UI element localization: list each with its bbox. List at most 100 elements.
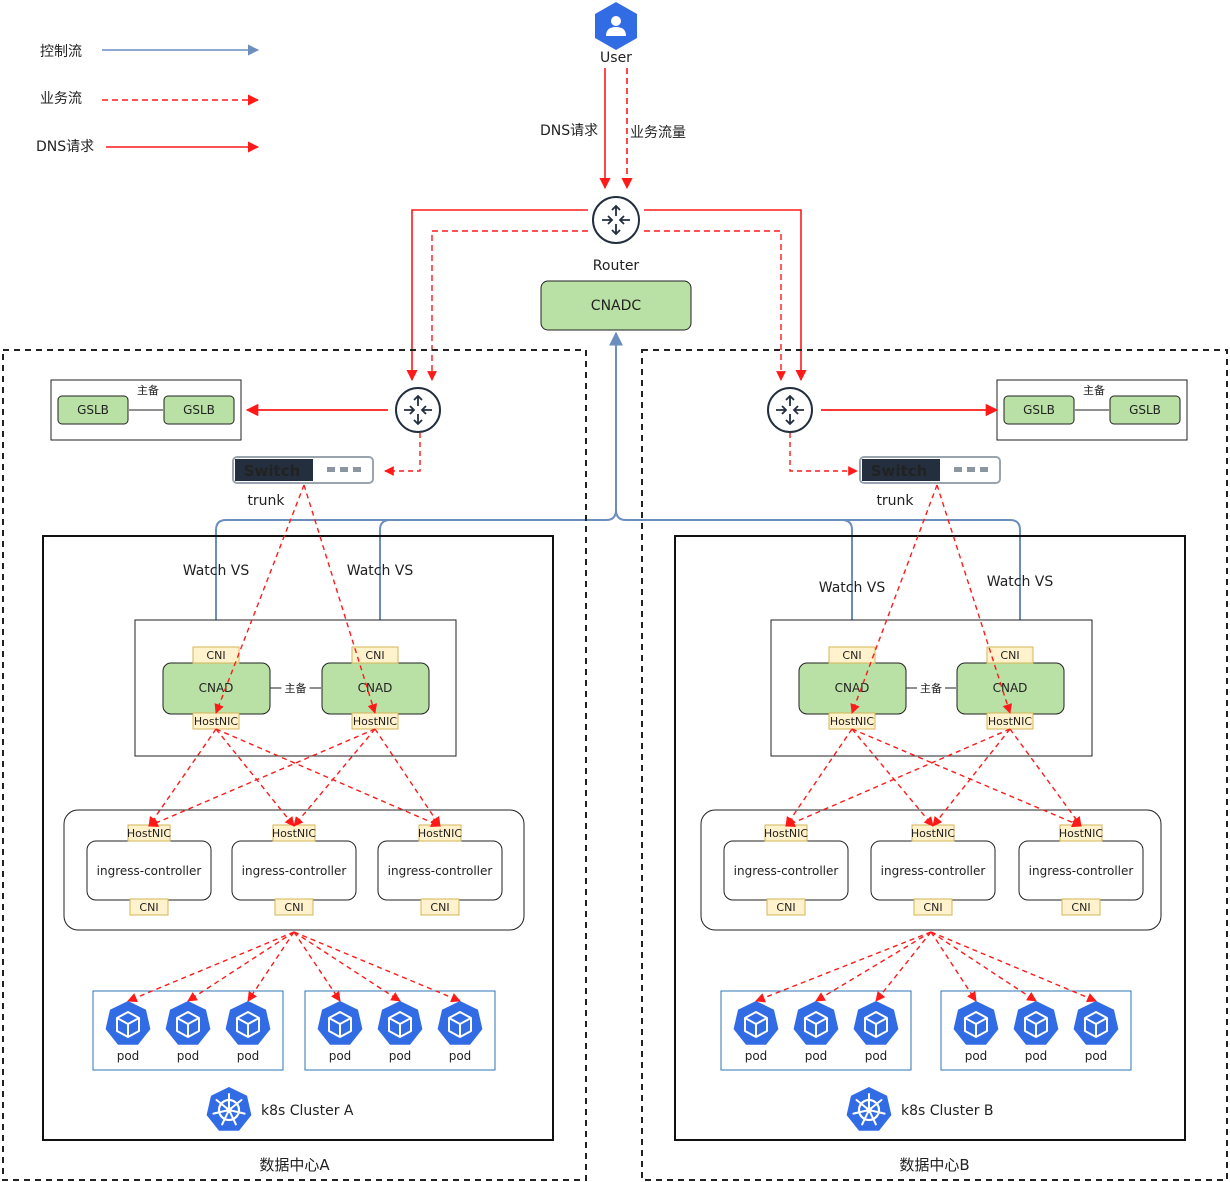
switch-to-cnad-right-arrow — [303, 484, 378, 714]
legend: 控制流 业务流 DNS请求 — [36, 44, 260, 155]
ingress-hostnic-tag: HostNIC — [764, 827, 809, 840]
pod-label: pod — [805, 1049, 828, 1063]
legend-dns-label: DNS请求 — [36, 139, 94, 155]
router-label: Router — [593, 258, 640, 274]
cnad-right-hostnic-tag: HostNIC — [988, 715, 1033, 728]
gslb-left-box — [1003, 395, 1075, 425]
switch-port — [967, 467, 975, 472]
pod — [853, 1001, 899, 1045]
ingress-to-pod-arrow — [875, 931, 932, 1002]
pod-icon — [1073, 1001, 1119, 1045]
k8s-cluster-frame — [674, 535, 1186, 1141]
switch-label: Switch — [244, 462, 301, 480]
ingress-cni-tag: CNI — [139, 901, 158, 914]
gslb-right-box — [163, 395, 235, 425]
cnad-left-label: CNAD — [835, 681, 870, 695]
business-to-dc-b-arrow — [644, 230, 786, 381]
ingress-cni-tag-box — [913, 898, 953, 916]
cnad-mode-label: 主备 — [920, 681, 942, 695]
cnad-mode-label: 主备 — [285, 681, 307, 695]
ingress-to-pod-arrow — [293, 931, 341, 1002]
dns-to-dc-b-arrow — [644, 209, 807, 382]
dns-to-dc-a-arrow — [406, 209, 588, 382]
pod-icon — [317, 1001, 363, 1045]
pod-icon — [793, 1001, 839, 1045]
cnad-mode-bg — [281, 681, 310, 695]
ingress-cni-tag: CNI — [776, 901, 795, 914]
ingress-to-pod-arrow — [755, 931, 932, 1003]
ingress-to-pod-arrow — [293, 931, 401, 1002]
business-to-dc-a-arrow — [427, 230, 588, 381]
pod-icon — [733, 1001, 779, 1045]
cnad-left-to-ingress-arrow — [851, 728, 1082, 828]
pod — [437, 1001, 483, 1045]
switch-to-cnad-right-arrow — [936, 484, 1012, 714]
ingress-controller-label: ingress-controller — [734, 864, 839, 878]
pod-icon — [953, 1001, 999, 1045]
cnad-right-to-ingress-arrow — [1009, 728, 1082, 827]
watch-vs-right-label: Watch VS — [987, 574, 1054, 590]
pod-icon — [105, 1001, 151, 1045]
ingress-controller-label: ingress-controller — [881, 864, 986, 878]
ingress-to-pod-arrow — [930, 931, 1037, 1002]
pod-icon — [165, 1001, 211, 1045]
pod-label: pod — [865, 1049, 888, 1063]
ingress-to-pod-arrow — [127, 931, 295, 1003]
ingress-to-pod-arrow — [247, 931, 295, 1002]
switch-label: Switch — [871, 462, 928, 480]
gslb-right-box — [1109, 395, 1181, 425]
pod-label: pod — [1085, 1049, 1108, 1063]
pod — [165, 1001, 211, 1045]
cnad-right-cni-tag-box — [986, 646, 1034, 664]
cnad-right-to-ingress-arrow — [148, 728, 376, 828]
kubernetes-icon — [846, 1087, 892, 1131]
switch-label-bg — [235, 459, 313, 481]
ingress-hostnic-tag: HostNIC — [1059, 827, 1104, 840]
pod — [377, 1001, 423, 1045]
pod — [793, 1001, 839, 1045]
datacenter-frame — [641, 349, 1228, 1181]
cnad-right-cni-tag-box — [351, 646, 399, 664]
watch-vs-left-label: Watch VS — [183, 563, 250, 579]
kubernetes-icon — [206, 1087, 252, 1131]
control-flow-lines — [215, 331, 1021, 648]
ingress-cni-tag: CNI — [1071, 901, 1090, 914]
ingress-cni-tag-box — [766, 898, 806, 916]
switch-port — [954, 467, 962, 472]
pod-icon — [225, 1001, 271, 1045]
pod-icon — [437, 1001, 483, 1045]
pod-icon — [377, 1001, 423, 1045]
ingress-controller-label: ingress-controller — [388, 864, 493, 878]
dc-router-icon — [395, 387, 441, 433]
ingress-to-pod-arrow — [187, 931, 295, 1002]
cnad-left-hostnic-tag: HostNIC — [194, 715, 239, 728]
ingress-cni-tag: CNI — [923, 901, 942, 914]
gslb-right-label: GSLB — [183, 403, 215, 417]
ingress-controller-label: ingress-controller — [242, 864, 347, 878]
switch-to-cnad-left-arrow — [214, 484, 305, 714]
pod — [1013, 1001, 1059, 1045]
cnad-left-cni-tag: CNI — [842, 649, 861, 662]
user-label: User — [600, 50, 632, 66]
watch-vs-left-label: Watch VS — [819, 580, 886, 596]
router-to-switch-arrow — [384, 433, 421, 476]
pod-label: pod — [329, 1049, 352, 1063]
dns-request-label: DNS请求 — [540, 123, 598, 139]
pod-icon — [1013, 1001, 1059, 1045]
cnad-left-hostnic-tag: HostNIC — [830, 715, 875, 728]
datacenter-title: 数据中心A — [259, 1156, 330, 1174]
ingress-to-pod-arrow — [815, 931, 932, 1002]
pod — [953, 1001, 999, 1045]
pod-label: pod — [117, 1049, 140, 1063]
legend-control-label: 控制流 — [40, 44, 82, 60]
core-router: Router — [592, 196, 640, 274]
ingress-controller-label: ingress-controller — [97, 864, 202, 878]
cnad-right-to-ingress-arrow — [374, 728, 441, 827]
ingress-hostnic-tag: HostNIC — [127, 827, 172, 840]
pod — [317, 1001, 363, 1045]
gslb-right-label: GSLB — [1129, 403, 1161, 417]
pod-label: pod — [1025, 1049, 1048, 1063]
cnad-right-cni-tag: CNI — [1000, 649, 1019, 662]
